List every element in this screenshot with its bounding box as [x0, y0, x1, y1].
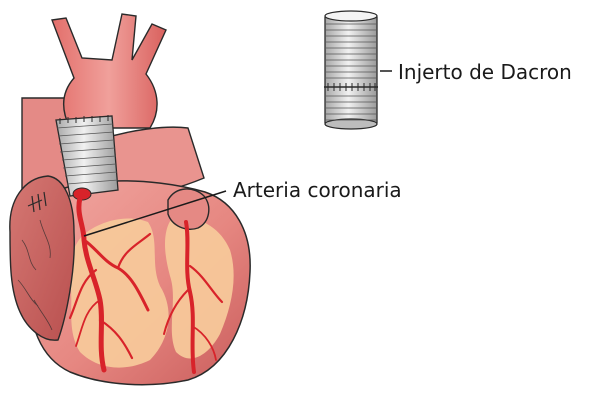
coronary-artery-label: Arteria coronaria — [233, 180, 402, 200]
aortic-arch — [52, 14, 166, 128]
heart — [10, 14, 250, 385]
left-atrial-appendage — [168, 189, 209, 229]
dacron-graft-tube — [324, 11, 378, 129]
graft-label: Injerto de Dacron — [398, 62, 572, 82]
